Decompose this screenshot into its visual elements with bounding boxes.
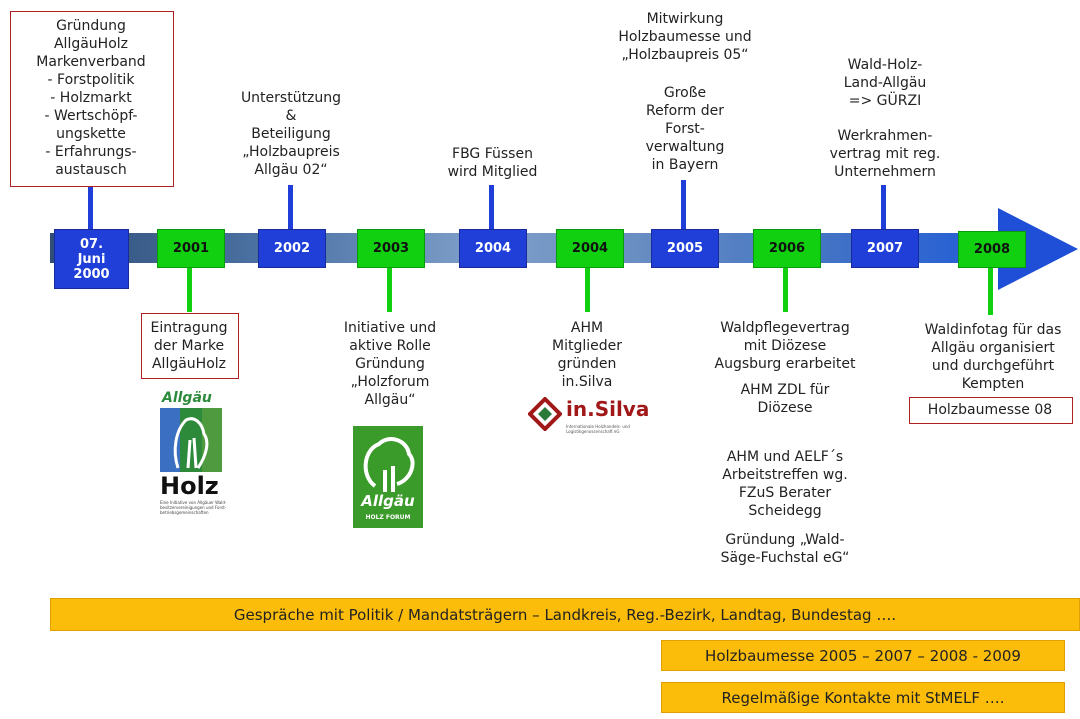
logo-bottom-text: Holz xyxy=(160,472,219,500)
connector-2000 xyxy=(88,185,93,230)
year-label: 2007 xyxy=(866,241,904,256)
year-label: 2004 xyxy=(571,241,609,256)
event-2006-gruendung-text: Gründung „Wald- Säge-Fuchstal eG“ xyxy=(720,532,850,566)
event-2002-text: Unterstützung & Beteiligung „Holzbauprei… xyxy=(240,90,342,178)
connector-2004 xyxy=(489,185,494,230)
event-2001-text: Eintragung der Marke AllgäuHolz xyxy=(150,320,228,372)
connector-2006 xyxy=(783,265,788,312)
connector-2007 xyxy=(881,185,886,230)
year-box-2004b: 2004 xyxy=(556,229,624,268)
connector-2002 xyxy=(288,185,293,230)
tree-logo-icon xyxy=(160,408,222,500)
year-box-2002: 2002 xyxy=(258,229,326,268)
event-2007-guerzi-text: Wald-Holz- Land-Allgäu => GÜRZI xyxy=(843,57,927,109)
connector-2004b xyxy=(585,265,590,312)
event-2000-text: Gründung AllgäuHolz Markenverband - Fors… xyxy=(36,18,146,178)
year-box-2005: 2005 xyxy=(651,229,719,268)
insilva-small-text: Internationale Holzhandels- und Logistik… xyxy=(566,424,630,434)
year-box-2006: 2006 xyxy=(753,229,821,268)
stmelf-bar: Regelmäßige Kontakte mit StMELF …. xyxy=(661,682,1065,713)
year-label: 2006 xyxy=(768,241,806,256)
event-2004-text: FBG Füssen wird Mitglied xyxy=(447,146,538,180)
year-label: 2003 xyxy=(372,241,410,256)
year-label: 2008 xyxy=(973,242,1011,257)
event-2005-reform-text: Große Reform der Forst- verwaltung in Ba… xyxy=(645,85,725,173)
event-2001-box xyxy=(141,313,239,379)
logo-top-text: Allgäu xyxy=(162,390,212,406)
holzbaumesse-bar: Holzbaumesse 2005 – 2007 – 2008 - 2009 xyxy=(661,640,1065,671)
event-2005-holzbaumesse-text: Mitwirkung Holzbaumesse und „Holzbauprei… xyxy=(618,11,752,63)
year-box-2000: 07. Juni 2000 xyxy=(54,229,129,289)
event-2006-waldpflege-text: Waldpflegevertrag mit Diözese Augsburg e… xyxy=(714,320,856,372)
year-box-2007: 2007 xyxy=(851,229,919,268)
logo-top-text: Allgäu xyxy=(361,492,415,510)
event-2007-werkrahmen-text: Werkrahmen- vertrag mit reg. Unternehmer… xyxy=(829,128,941,180)
event-2006-aelf-text: AHM und AELF´s Arbeitstreffen wg. FZuS B… xyxy=(722,449,848,519)
connector-2001 xyxy=(187,265,192,312)
event-2003-text: Initiative und aktive Rolle Gründung „Ho… xyxy=(343,320,437,408)
event-2006-zdl-text: AHM ZDL für Diözese xyxy=(740,382,830,416)
event-2008-holzbaumesse-text: Holzbaumesse 08 xyxy=(927,402,1053,418)
year-label: 2002 xyxy=(273,241,311,256)
year-label: 2004 xyxy=(474,241,512,256)
year-box-2003: 2003 xyxy=(357,229,425,268)
logo-small-text: Eine Initiative von Allgäuer Wald- besit… xyxy=(160,500,227,515)
politik-bar: Gespräche mit Politik / Mandatsträgern –… xyxy=(50,598,1080,631)
insilva-name: in.Silva xyxy=(566,397,650,421)
year-label: 2001 xyxy=(172,241,210,256)
tree-logo-icon xyxy=(363,437,415,492)
politik-bar-label: Gespräche mit Politik / Mandatsträgern –… xyxy=(233,605,897,624)
stmelf-bar-label: Regelmäßige Kontakte mit StMELF …. xyxy=(721,688,1005,707)
insilva-diamond-icon xyxy=(528,397,562,431)
holzbaumesse-bar-label: Holzbaumesse 2005 – 2007 – 2008 - 2009 xyxy=(705,646,1021,665)
connector-2008 xyxy=(988,265,993,315)
event-2008-waldinfotag-text: Waldinfotag für das Allgäu organisiert u… xyxy=(924,322,1062,392)
year-box-2001: 2001 xyxy=(157,229,225,268)
year-label: 2005 xyxy=(666,241,704,256)
logo-bottom-text: HOLZ FORUM xyxy=(365,514,411,521)
connector-2005 xyxy=(681,180,686,230)
insilva-logo: in.Silva Internationale Holzhandels- und… xyxy=(528,395,653,437)
year-box-2004: 2004 xyxy=(459,229,527,268)
connector-2003 xyxy=(387,265,392,312)
event-2000-box xyxy=(10,11,174,187)
event-2008-holzbaumesse-box xyxy=(909,397,1073,424)
holzforum-logo: Allgäu HOLZ FORUM xyxy=(353,426,423,528)
year-label: 07. Juni 2000 xyxy=(73,236,110,282)
event-2004-insilva-text: AHM Mitglieder gründen in.Silva xyxy=(552,320,622,390)
year-box-2008: 2008 xyxy=(958,231,1026,268)
allgaeu-holz-logo: Allgäu Holz Eine Initiative von Allgäuer… xyxy=(158,390,230,518)
